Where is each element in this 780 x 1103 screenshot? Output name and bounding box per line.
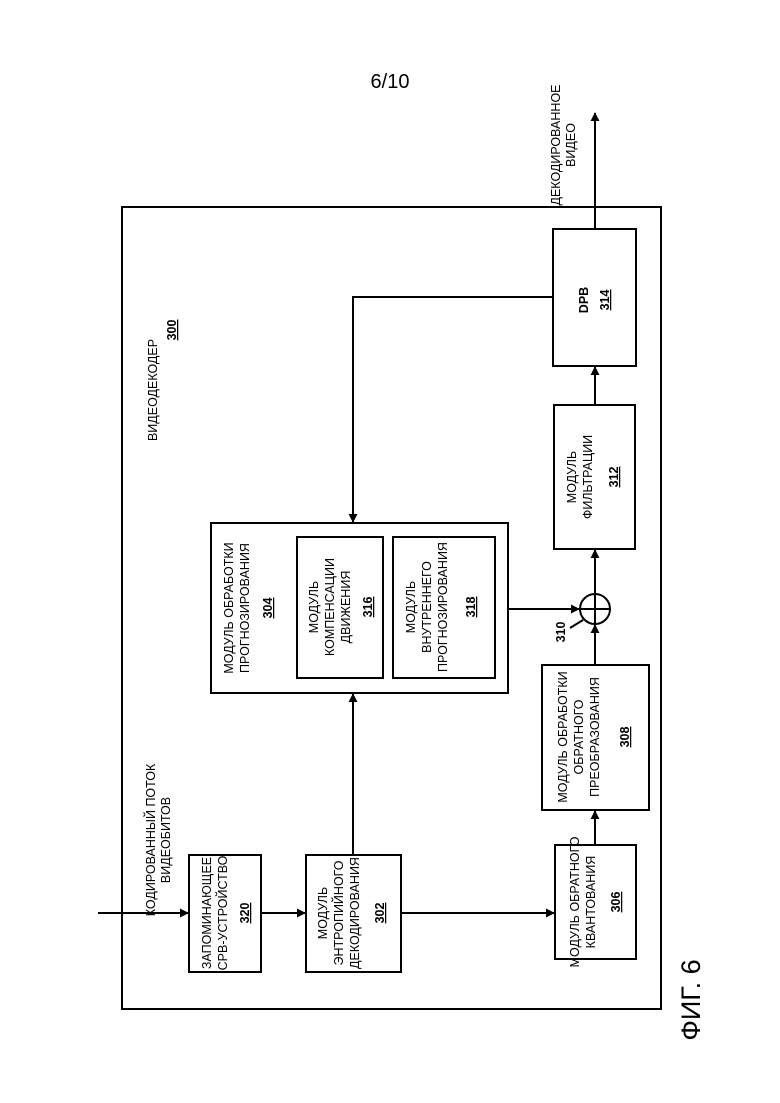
output-label-line1: ДЕКОДИРОВАННОЕ (549, 84, 563, 205)
filter-block: МОДУЛЬ ФИЛЬТРАЦИИ 312 (554, 405, 635, 549)
inverse-transform-block: МОДУЛЬ ОБРАБОТКИ ОБРАТНОГО ПРЕОБРАЗОВАНИ… (542, 665, 649, 810)
decoder-label: ВИДЕОДЕКОДЕР (146, 339, 160, 441)
inv-transform-label-line2: ОБРАТНОГО (572, 699, 586, 774)
entropy-decoding-block: МОДУЛЬ ЭНТРОПИЙНОГО ДЕКОДИРОВАНИЯ 302 (306, 855, 401, 972)
filter-label-line1: МОДУЛЬ (565, 451, 579, 503)
page-number: 6/10 (371, 71, 410, 93)
cpb-label-line1: ЗАПОМИНАЮЩЕЕ (200, 857, 214, 969)
filter-label-line2: ФИЛЬТРАЦИИ (581, 435, 595, 519)
prediction-label-line2: ПРОГНОЗИРОВАНИЯ (238, 543, 252, 673)
motion-label-line2: КОМПЕНСАЦИИ (323, 558, 337, 656)
inv-quant-label-line1: МОДУЛЬ ОБРАТНОГО (568, 836, 582, 967)
summer-node (580, 594, 610, 624)
input-label-line2: ВИДЕОБИТОВ (159, 797, 173, 883)
cpb-number: 320 (238, 903, 252, 924)
dpb-number: 314 (598, 290, 612, 311)
motion-compensation-block: МОДУЛЬ КОМПЕНСАЦИИ ДВИЖЕНИЯ 316 (297, 537, 383, 678)
inv-transform-number: 308 (618, 727, 632, 748)
filter-number: 312 (607, 467, 621, 488)
intra-label-line2: ВНУТРЕННЕГО (420, 561, 434, 653)
figure-label: ФИГ. 6 (676, 959, 706, 1040)
motion-number: 316 (361, 597, 375, 618)
entropy-label-line1: МОДУЛЬ (316, 887, 330, 939)
decoder-number: 300 (165, 320, 179, 341)
prediction-number: 304 (261, 598, 275, 619)
intra-number: 318 (464, 597, 478, 618)
prediction-label-line1: МОДУЛЬ ОБРАБОТКИ (222, 542, 236, 673)
inv-transform-label-line3: ПРЕОБРАЗОВАНИЯ (588, 677, 602, 797)
inv-transform-label-line1: МОДУЛЬ ОБРАБОТКИ (556, 671, 570, 802)
intra-label-line3: ПРОГНОЗИРОВАНИЯ (436, 542, 450, 672)
dpb-label: DPB (577, 287, 591, 313)
cpb-block: ЗАПОМИНАЮЩЕЕ CPB-УСТРОЙСТВО 320 (189, 855, 261, 972)
input-label-line1: КОДИРОВАННЫЙ ПОТОК (143, 763, 158, 916)
inv-quant-number: 306 (609, 892, 623, 913)
inverse-quantization-block: МОДУЛЬ ОБРАТНОГО КВАНТОВАНИЯ 306 (555, 836, 636, 967)
entropy-label-line2: ЭНТРОПИЙНОГО (331, 860, 346, 965)
cpb-label-line2: CPB-УСТРОЙСТВО (215, 855, 230, 970)
summer-number: 310 (554, 622, 568, 643)
motion-label-line3: ДВИЖЕНИЯ (339, 571, 353, 644)
entropy-label-line3: ДЕКОДИРОВАНИЯ (348, 857, 362, 969)
entropy-number: 302 (373, 903, 387, 924)
intra-prediction-block: МОДУЛЬ ВНУТРЕННЕГО ПРОГНОЗИРОВАНИЯ 318 (393, 537, 495, 678)
intra-label-line1: МОДУЛЬ (404, 581, 418, 633)
output-label-line2: ВИДЕО (564, 123, 578, 167)
motion-label-line1: МОДУЛЬ (307, 581, 321, 633)
dpb-block: DPB 314 (553, 229, 636, 366)
inv-quant-label-line2: КВАНТОВАНИЯ (584, 856, 598, 949)
